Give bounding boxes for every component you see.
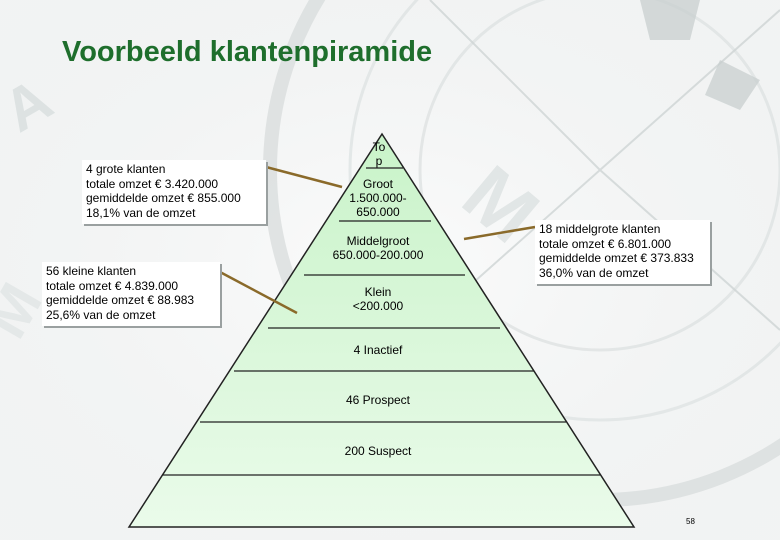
connector-line-middelgroot: [463, 225, 536, 241]
connector-line-groot: [265, 165, 343, 189]
level-label-klein: Klein <200.000: [320, 285, 436, 313]
level-line: Groot: [362, 177, 393, 191]
connector-line-klein: [219, 270, 298, 315]
page-title: Voorbeeld klantenpiramide: [62, 36, 433, 68]
level-line: 4 Inactief: [353, 343, 403, 357]
callout-line: gemiddelde omzet € 88.983: [46, 293, 195, 307]
level-label-suspect: 200 Suspect: [300, 444, 456, 458]
level-line: 650.000: [356, 205, 400, 219]
level-line: p: [375, 154, 383, 168]
level-line: 46 Prospect: [345, 393, 411, 407]
level-label-middelgroot: Middelgroot 650.000-200.000: [310, 234, 446, 262]
level-line: 1.500.000-: [349, 191, 407, 205]
callout-line: 4 grote klanten: [86, 162, 166, 176]
level-label-inactief: 4 Inactief: [300, 343, 456, 357]
callout-groot: 4 grote klanten totale omzet € 3.420.000…: [82, 160, 266, 224]
callout-middelgroot: 18 middelgrote klanten totale omzet € 6.…: [535, 220, 710, 284]
callout-line: 36,0% van de omzet: [539, 265, 649, 280]
pyramid-body: [127, 132, 636, 528]
level-line: To: [372, 140, 386, 154]
callout-line: gemiddelde omzet € 855.000: [86, 191, 241, 205]
level-label-prospect: 46 Prospect: [300, 393, 456, 407]
callout-line: 25,6% van de omzet: [46, 307, 156, 322]
level-line: <200.000: [352, 299, 404, 313]
callout-line: 56 kleine klanten: [46, 264, 137, 278]
level-line: Middelgroot: [346, 234, 410, 248]
level-line: 650.000-200.000: [332, 248, 424, 262]
callout-line: 18,1% van de omzet: [86, 205, 196, 220]
level-line: 200 Suspect: [344, 444, 412, 458]
callout-line: 18 middelgrote klanten: [539, 222, 661, 236]
level-line: Klein: [364, 285, 392, 299]
page-number: 58: [686, 517, 695, 526]
callout-line: gemiddelde omzet € 373.833: [539, 251, 694, 265]
level-label-top: To p: [352, 140, 406, 168]
callout-klein: 56 kleine klanten totale omzet € 4.839.0…: [42, 262, 220, 326]
callout-line: totale omzet € 4.839.000: [46, 278, 179, 293]
level-label-groot: Groot 1.500.000- 650.000: [330, 177, 426, 219]
callout-line: totale omzet € 3.420.000: [86, 176, 219, 191]
callout-line: totale omzet € 6.801.000: [539, 236, 672, 251]
